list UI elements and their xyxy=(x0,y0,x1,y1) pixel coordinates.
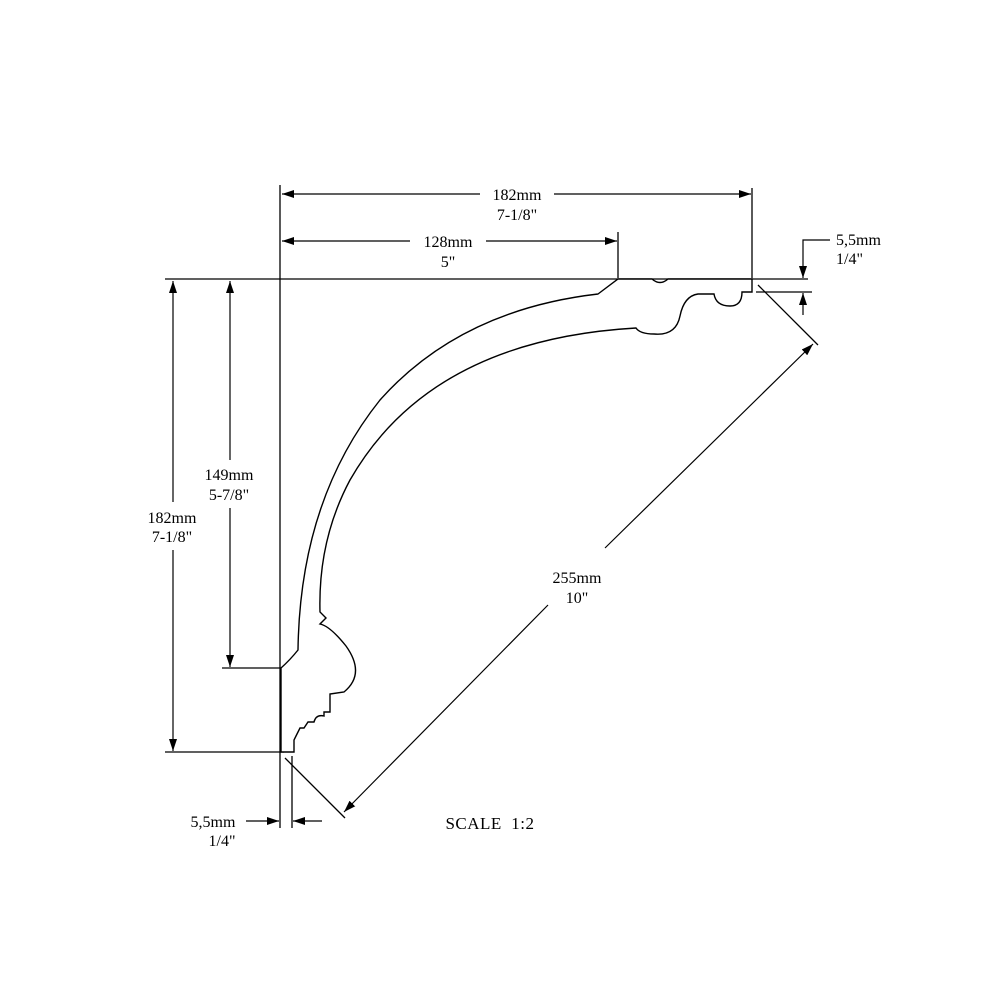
dimension-top-partial: 128mm 5" xyxy=(282,234,617,271)
scale-label: SCALE 1:2 xyxy=(445,814,534,833)
dim-diagonal-imperial: 10" xyxy=(566,590,589,607)
dim-bottom-left-metric: 5,5mm xyxy=(191,814,236,831)
molding-profile xyxy=(280,278,753,753)
dim-bottom-left-imperial: 1/4" xyxy=(209,833,236,850)
dim-left-overall-metric: 182mm xyxy=(148,510,197,527)
dim-left-partial-metric: 149mm xyxy=(205,467,254,484)
dim-diagonal-metric: 255mm xyxy=(553,570,602,587)
dimension-diagonal: 255mm 10" xyxy=(343,343,814,813)
dim-top-right-metric: 5,5mm xyxy=(836,232,881,249)
dim-top-partial-metric: 128mm xyxy=(424,234,473,251)
dimension-bottom-left-offset: 5,5mm 1/4" xyxy=(191,814,322,850)
dim-left-overall-imperial: 7-1/8" xyxy=(152,529,192,546)
diagonal-extension-top xyxy=(757,284,819,346)
dimension-top-right-offset: 5,5mm 1/4" xyxy=(799,232,881,315)
dimension-left-overall: 182mm 7-1/8" xyxy=(148,281,197,751)
dim-top-overall-imperial: 7-1/8" xyxy=(497,207,537,224)
dim-top-partial-imperial: 5" xyxy=(441,254,456,271)
dim-left-partial-imperial: 5-7/8" xyxy=(209,487,249,504)
dim-top-right-imperial: 1/4" xyxy=(836,251,863,268)
dim-top-overall-metric: 182mm xyxy=(493,187,542,204)
diagonal-extension-bottom xyxy=(284,757,346,819)
dimension-top-overall: 182mm 7-1/8" xyxy=(282,187,751,224)
dimension-left-partial: 149mm 5-7/8" xyxy=(205,281,254,667)
